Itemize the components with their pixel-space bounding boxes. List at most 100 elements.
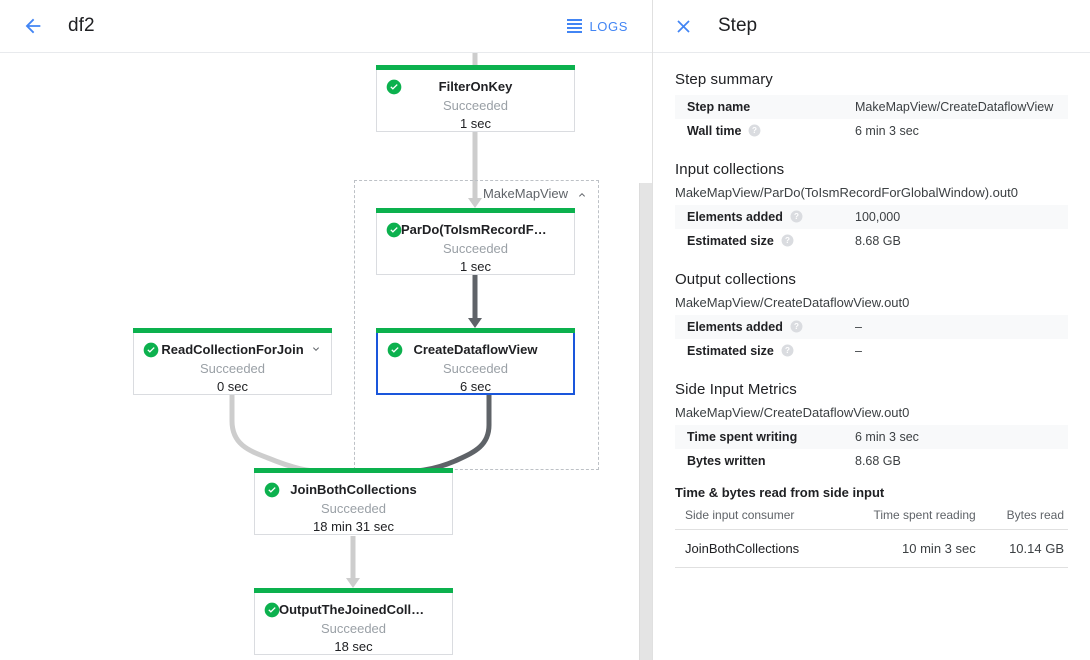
node-status: Succeeded xyxy=(320,621,387,636)
graph-node-create-dataflow-view[interactable]: CreateDataflowView Succeeded 6 sec xyxy=(376,328,575,395)
svg-text:?: ? xyxy=(794,212,799,221)
node-name: ParDo(ToIsmRecordFor… xyxy=(401,222,560,237)
logs-button[interactable]: LOGS xyxy=(559,13,636,40)
help-icon[interactable]: ? xyxy=(748,124,761,137)
node-name: OutputTheJoinedCollec… xyxy=(279,602,439,617)
node-time: 18 sec xyxy=(334,639,373,654)
side-input-read-table: Side input consumer Time spent reading B… xyxy=(675,504,1068,568)
step-details-title: Step xyxy=(718,15,758,36)
help-icon[interactable]: ? xyxy=(781,234,794,247)
row-key: Estimated size xyxy=(687,234,774,248)
row-value: 8.68 GB xyxy=(855,234,901,248)
page-title: df2 xyxy=(68,15,95,36)
graph-node-output-the-joined-collection[interactable]: OutputTheJoinedCollec… Succeeded 18 sec xyxy=(254,588,453,655)
input-collections-table: Elements added? 100,000 Estimated size? … xyxy=(675,205,1068,253)
row-key: Bytes written xyxy=(687,454,766,468)
table-row: Wall time? 6 min 3 sec xyxy=(675,119,1068,143)
row-key: Elements added xyxy=(687,320,783,334)
table-row: Estimated size? – xyxy=(675,339,1068,363)
node-status: Succeeded xyxy=(320,501,387,516)
column-header-time-spent-reading[interactable]: Time spent reading xyxy=(835,504,980,530)
arrow-left-icon xyxy=(25,18,41,34)
help-icon[interactable]: ? xyxy=(790,320,803,333)
logs-icon xyxy=(567,19,583,33)
node-status-bar xyxy=(376,208,575,213)
node-status-bar xyxy=(254,468,453,473)
row-key: Estimated size xyxy=(687,344,774,358)
step-details-header: Step xyxy=(653,0,1090,53)
job-graph-panel: df2 LOGS xyxy=(0,0,653,660)
side-input-collection-name: MakeMapView/CreateDataflowView.out0 xyxy=(675,405,910,420)
table-row: Time spent writing 6 min 3 sec xyxy=(675,425,1068,449)
check-circle-icon xyxy=(386,79,402,95)
row-value: 6 min 3 sec xyxy=(855,430,919,444)
table-row: Estimated size? 8.68 GB xyxy=(675,229,1068,253)
row-key: Step name xyxy=(687,100,751,114)
check-circle-icon xyxy=(264,482,280,498)
side-input-metrics-table: Time spent writing 6 min 3 sec Bytes wri… xyxy=(675,425,1068,473)
cell-bytes-read: 10.14 GB xyxy=(979,529,1068,568)
step-summary-table: Step name MakeMapView/CreateDataflowView… xyxy=(675,95,1068,143)
input-collection-name: MakeMapView/ParDo(ToIsmRecordForGlobalWi… xyxy=(675,185,1018,200)
section-heading-side-input-read: Time & bytes read from side input xyxy=(675,485,885,500)
check-circle-icon xyxy=(386,222,402,238)
node-status: Succeeded xyxy=(199,361,266,376)
row-key: Wall time xyxy=(687,124,742,138)
node-time: 1 sec xyxy=(459,259,492,274)
close-icon xyxy=(676,19,690,33)
top-app-bar: df2 LOGS xyxy=(0,0,652,53)
node-name: JoinBothCollections xyxy=(290,482,417,497)
node-status-bar xyxy=(376,328,575,333)
chevron-up-icon[interactable] xyxy=(576,189,588,201)
graph-canvas[interactable]: MakeMapView FilterOnKey Succeeded 1 sec xyxy=(0,53,652,660)
help-icon[interactable]: ? xyxy=(781,344,794,357)
close-button[interactable] xyxy=(667,10,699,42)
cell-time-spent-reading: 10 min 3 sec xyxy=(835,529,980,568)
row-key: Elements added xyxy=(687,210,783,224)
chevron-down-icon[interactable] xyxy=(310,343,322,355)
group-makemapview[interactable]: MakeMapView xyxy=(354,180,599,470)
node-time: 0 sec xyxy=(216,379,249,394)
step-details-panel: Step Step summary Step name MakeMapView/… xyxy=(653,0,1090,660)
table-row: Bytes written 8.68 GB xyxy=(675,449,1068,473)
table-row: JoinBothCollections 10 min 3 sec 10.14 G… xyxy=(675,529,1068,568)
check-circle-icon xyxy=(264,602,280,618)
section-heading-output-collections: Output collections xyxy=(675,271,797,288)
help-icon[interactable]: ? xyxy=(790,210,803,223)
column-header-side-input-consumer[interactable]: Side input consumer xyxy=(675,504,836,530)
back-button[interactable] xyxy=(16,9,50,43)
node-status-bar xyxy=(254,588,453,593)
node-time: 18 min 31 sec xyxy=(313,519,394,534)
row-value: 100,000 xyxy=(855,210,901,224)
output-collections-table: Elements added? – Estimated size? – xyxy=(675,315,1068,363)
check-circle-icon xyxy=(387,342,403,358)
node-name: FilterOnKey xyxy=(438,79,513,94)
graph-node-filter-on-key[interactable]: FilterOnKey Succeeded 1 sec xyxy=(376,65,575,132)
step-details-body: Step summary Step name MakeMapView/Creat… xyxy=(653,53,1090,660)
row-value: – xyxy=(855,320,862,334)
node-time: 6 sec xyxy=(459,379,492,394)
graph-node-read-collection-for-join[interactable]: ReadCollectionForJoin Succeeded 0 sec xyxy=(133,328,332,395)
column-header-bytes-read[interactable]: Bytes read xyxy=(979,504,1068,530)
row-value: 8.68 GB xyxy=(855,454,901,468)
node-status-bar xyxy=(133,328,332,333)
graph-node-join-both-collections[interactable]: JoinBothCollections Succeeded 18 min 31 … xyxy=(254,468,453,535)
node-status-bar xyxy=(376,65,575,70)
output-collection-name: MakeMapView/CreateDataflowView.out0 xyxy=(675,295,910,310)
table-row: Elements added? 100,000 xyxy=(675,205,1068,229)
svg-text:?: ? xyxy=(785,346,790,355)
table-row: Elements added? – xyxy=(675,315,1068,339)
graph-vertical-scrollbar[interactable] xyxy=(639,183,652,660)
section-heading-input-collections: Input collections xyxy=(675,161,785,178)
graph-node-pardo-toismrecordfor[interactable]: ParDo(ToIsmRecordFor… Succeeded 1 sec xyxy=(376,208,575,275)
logs-button-label: LOGS xyxy=(589,18,628,34)
cell-consumer: JoinBothCollections xyxy=(675,529,836,568)
svg-text:?: ? xyxy=(785,236,790,245)
section-heading-side-input-metrics: Side Input Metrics xyxy=(675,381,797,398)
svg-text:?: ? xyxy=(752,126,757,135)
node-status: Succeeded xyxy=(442,361,509,376)
node-status: Succeeded xyxy=(442,98,509,113)
node-name: CreateDataflowView xyxy=(413,342,538,357)
row-value: 6 min 3 sec xyxy=(855,124,919,138)
